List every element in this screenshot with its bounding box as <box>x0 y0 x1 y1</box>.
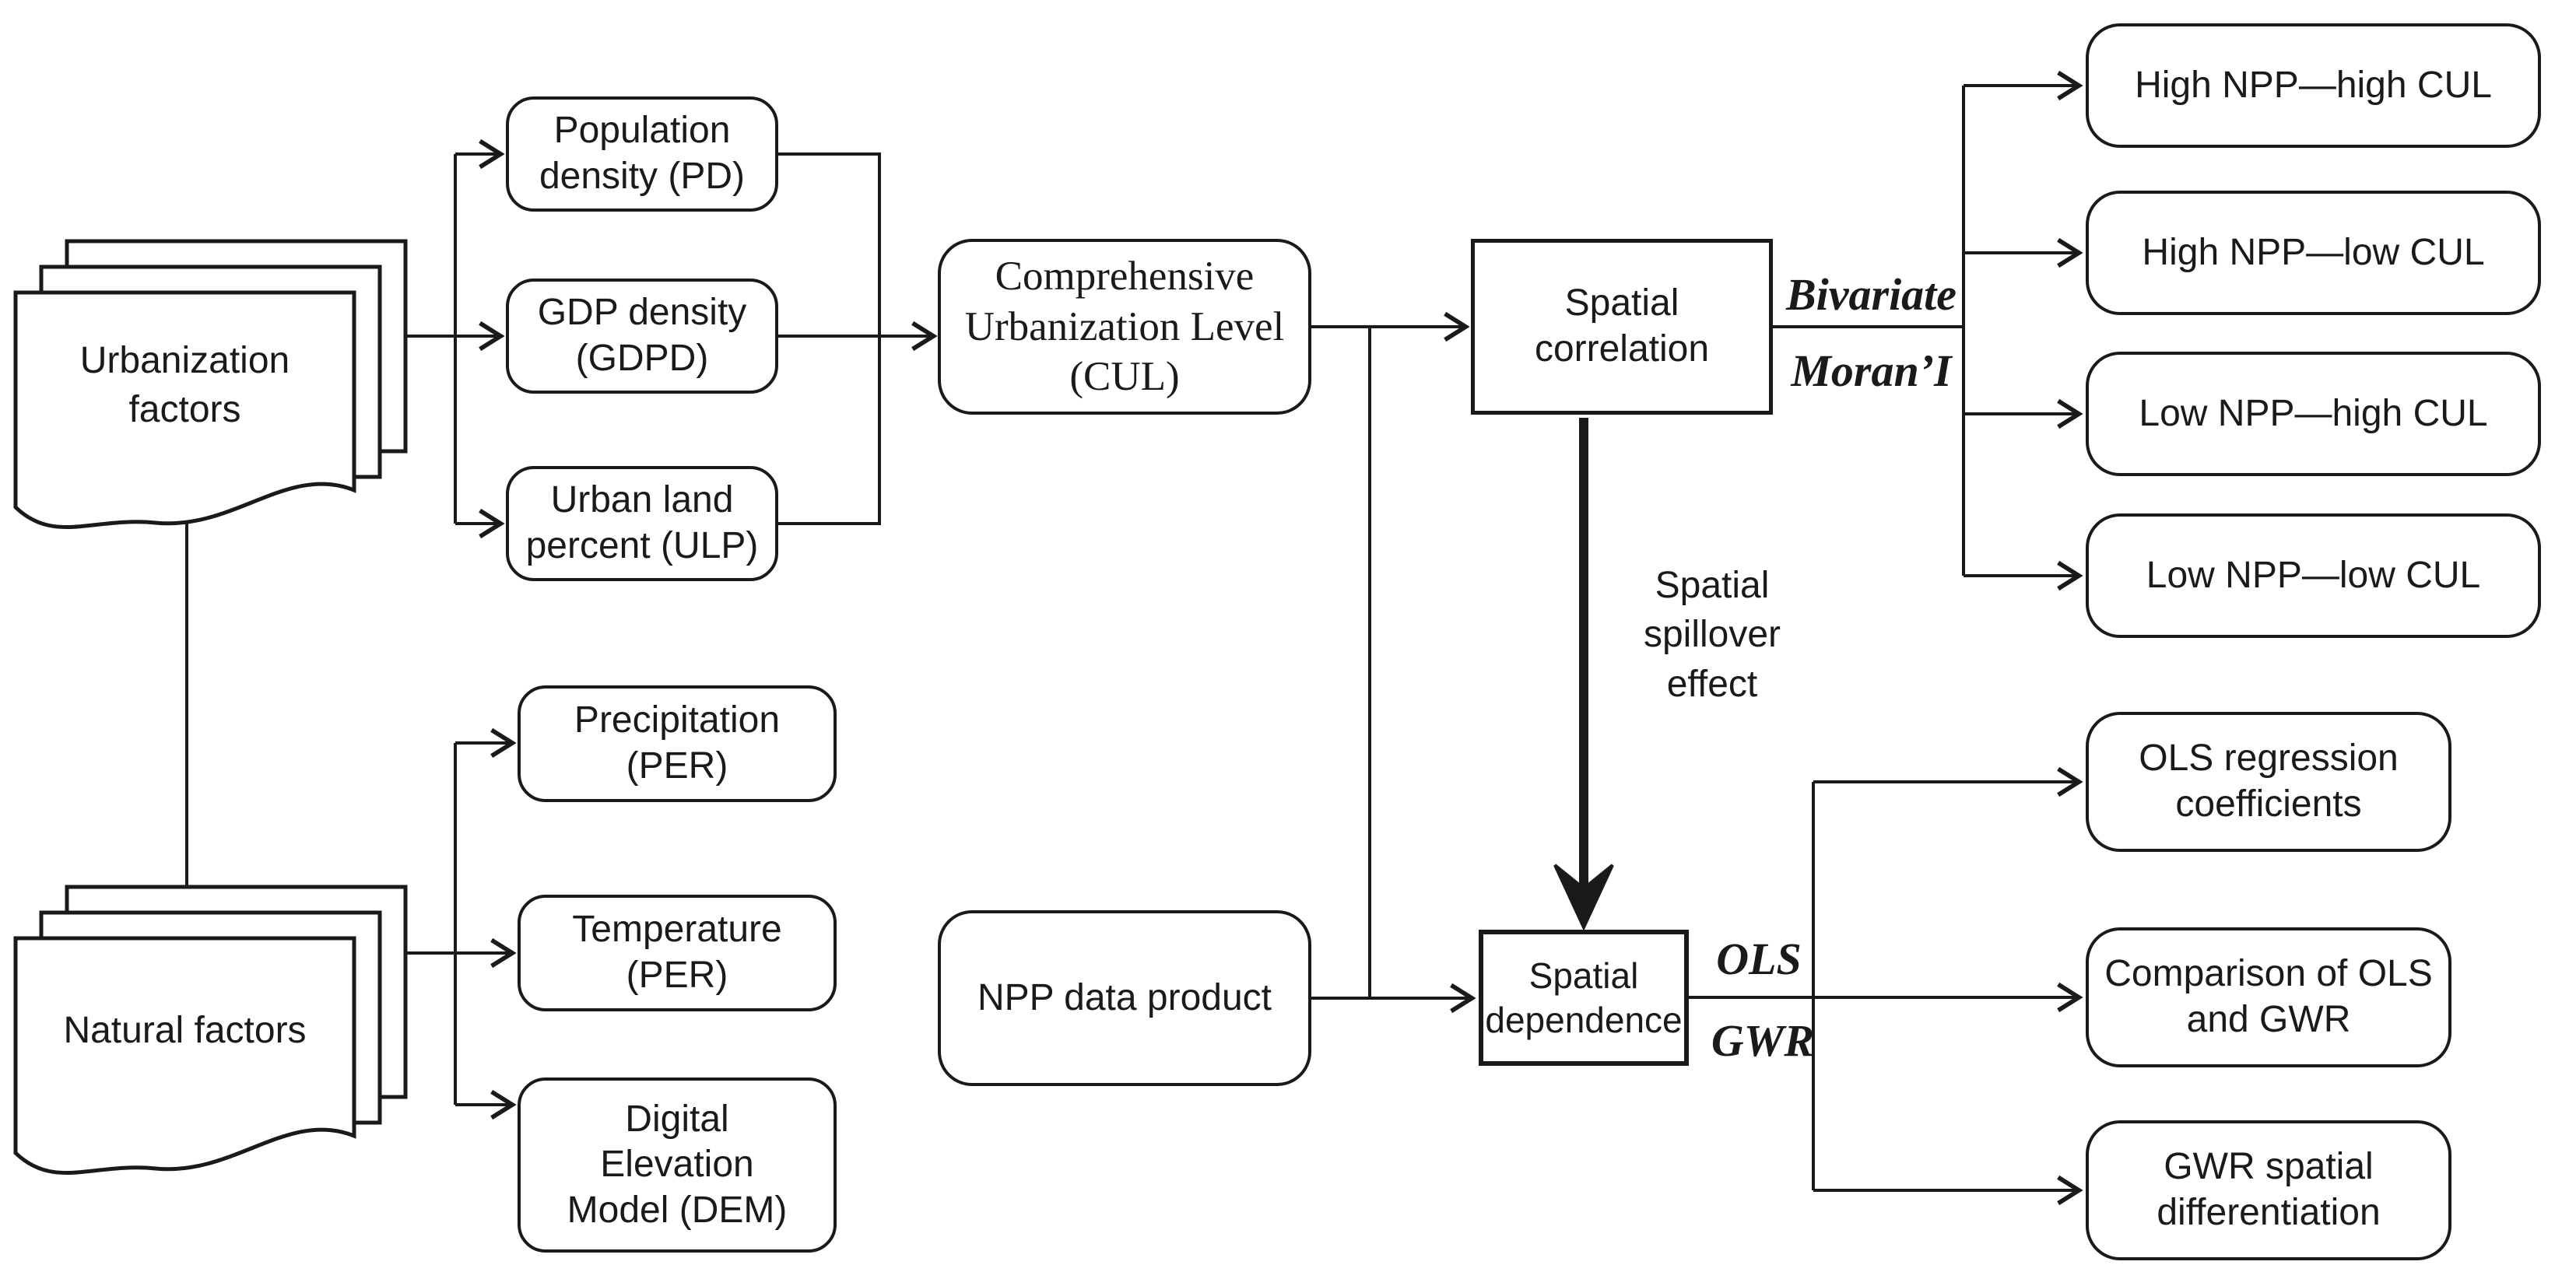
node-ols-regression-coefficients: OLS regression coefficients <box>2086 712 2451 852</box>
node-comparison-ols-gwr: Comparison of OLS and GWR <box>2086 927 2451 1067</box>
node-spatial-dependence: Spatial dependence <box>1479 930 1689 1066</box>
node-gwr-spatial-differentiation: GWR spatial differentiation <box>2086 1120 2451 1260</box>
natural-stack-icon <box>13 885 408 1175</box>
edge-label-ols: OLS <box>1716 934 1802 984</box>
node-population-density: Population density (PD) <box>506 96 778 212</box>
node-npp-data-product: NPP data product <box>938 910 1311 1086</box>
urbanization-stack-label: Urbanization factors <box>79 339 290 430</box>
natural-stack-label: Natural factors <box>63 1010 307 1052</box>
edge-label-moran: Moran’I <box>1791 345 1952 396</box>
node-low-npp-high-cul: Low NPP—high CUL <box>2086 352 2541 476</box>
node-high-npp-low-cul: High NPP—low CUL <box>2086 191 2541 315</box>
node-spatial-correlation: Spatial correlation <box>1471 239 1773 415</box>
node-high-npp-high-cul: High NPP—high CUL <box>2086 23 2541 148</box>
edge-label-bivariate: Bivariate <box>1785 269 1957 320</box>
urbanization-stack-icon <box>13 239 408 529</box>
node-temperature: Temperature (PER) <box>518 895 837 1011</box>
node-urban-land-percent: Urban land percent (ULP) <box>506 466 778 581</box>
node-dem: Digital Elevation Model (DEM) <box>518 1078 837 1253</box>
edge-label-spatial-spillover: Spatial spillover effect <box>1643 564 1781 705</box>
node-cul: Comprehensive Urbanization Level (CUL) <box>938 239 1311 415</box>
node-gdp-density: GDP density (GDPD) <box>506 279 778 394</box>
edge-label-gwr: GWR <box>1711 1015 1815 1066</box>
node-precipitation: Precipitation (PER) <box>518 685 837 802</box>
node-low-npp-low-cul: Low NPP—low CUL <box>2086 513 2541 638</box>
bracket-urbanization-out <box>778 152 881 525</box>
arrow-spatial-spillover <box>1553 418 1614 931</box>
